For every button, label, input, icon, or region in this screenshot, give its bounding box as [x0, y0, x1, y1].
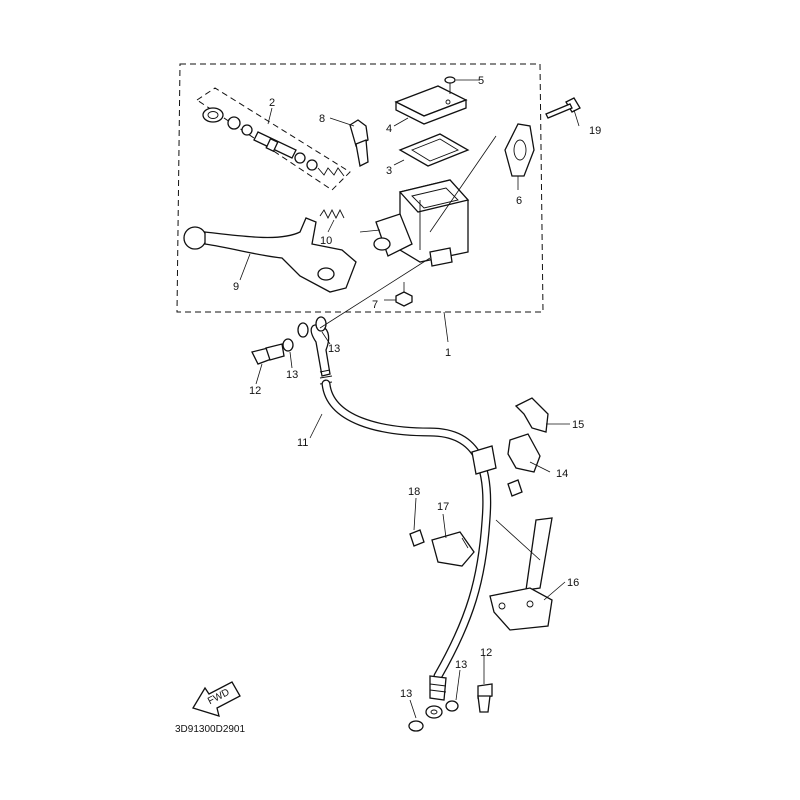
callout-11: 11	[297, 437, 308, 449]
hose-clamp-17	[431, 531, 475, 567]
callout-16: 16	[567, 577, 579, 589]
lever-spring	[319, 208, 345, 220]
brake-lever	[183, 217, 357, 293]
callout-8: 8	[319, 113, 325, 125]
callout-13-a: 13	[328, 343, 340, 355]
callout-14: 14	[556, 468, 568, 480]
piston-kit-boundary	[196, 87, 351, 191]
leader-lines	[239, 79, 580, 719]
callout-1: 1	[445, 347, 451, 359]
callout-9: 9	[233, 281, 239, 293]
callout-18: 18	[408, 486, 420, 498]
callout-6: 6	[516, 195, 522, 207]
callout-15: 15	[572, 419, 584, 431]
callout-5: 5	[478, 75, 484, 87]
reservoir-cap	[394, 85, 468, 125]
callout-19: 19	[589, 125, 601, 137]
callout-13-d: 13	[400, 688, 412, 700]
piston-kit	[202, 107, 345, 177]
callout-17: 17	[437, 501, 449, 513]
fwd-arrow-icon: FWD	[192, 681, 241, 717]
brake-hose	[310, 324, 497, 719]
union-bolt-bottom	[477, 683, 493, 713]
drawing-code: 3D91300D2901	[175, 724, 245, 735]
lever-pivot-bolt	[349, 119, 369, 167]
hose-clamp-15	[514, 397, 549, 433]
callout-4: 4	[386, 123, 392, 135]
assembly-boundary	[176, 63, 544, 313]
hose-guide-bracket	[489, 517, 553, 631]
master-cylinder	[373, 179, 470, 267]
callout-7: 7	[372, 299, 378, 311]
holder-bolt	[545, 97, 581, 119]
clamp-bolt-18	[409, 529, 425, 547]
callout-labels: 1 2 3 4 5 6 7 8 9 10 11 12 12 13 13 13 1…	[233, 75, 601, 700]
callout-13-c: 13	[455, 659, 467, 671]
pivot-nut	[395, 291, 413, 307]
callout-13-b: 13	[286, 369, 298, 381]
callout-3: 3	[386, 165, 392, 177]
callout-10: 10	[320, 235, 332, 247]
hose-clamp-14	[507, 433, 541, 497]
union-bolt-top	[251, 343, 285, 365]
copper-washers	[282, 316, 459, 732]
cap-screw	[444, 76, 456, 94]
master-cylinder-holder	[504, 123, 535, 177]
diaphragm	[398, 133, 470, 167]
callout-2: 2	[269, 97, 275, 109]
callout-12-bottom: 12	[480, 647, 492, 659]
callout-12-top: 12	[249, 385, 261, 397]
